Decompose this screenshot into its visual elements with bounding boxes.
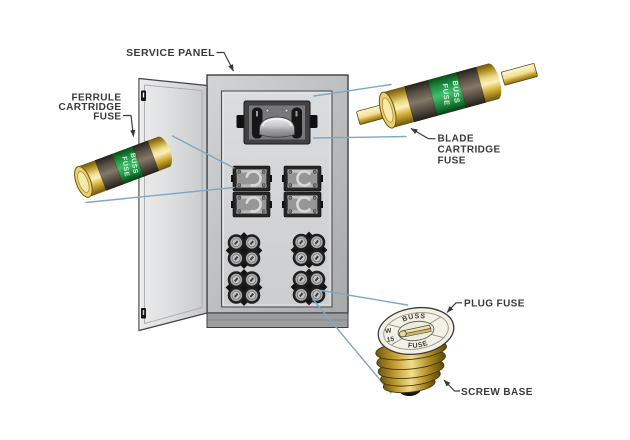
fuse-type-text: FUSE	[120, 156, 130, 177]
cartridge-fuse-block	[231, 165, 272, 192]
pullout-side-tab-right	[309, 115, 318, 128]
svg-text:FUSE: FUSE	[407, 340, 430, 351]
label-screw-base: SCREW BASE	[461, 387, 533, 398]
panel-door	[138, 77, 208, 332]
clip-slot-left	[256, 111, 258, 117]
pullout-handle	[259, 116, 295, 138]
diagram-labels: SERVICE PANEL FERRULE CARTRIDGE FUSE BLA…	[58, 47, 532, 398]
label-arrow-screw-base	[443, 379, 460, 392]
cartridge-fuse-block	[231, 191, 272, 218]
panel-plug-fuse	[292, 286, 310, 304]
pointer-lines	[85, 83, 409, 394]
pointer-line-pullout-to-blade-fuse	[312, 135, 407, 139]
plug-fuse-sockets	[225, 231, 328, 306]
plug-rating-value: 15	[386, 336, 395, 344]
label-arrow-blade	[410, 128, 436, 140]
door-face	[138, 77, 208, 332]
main-cartridge-pullout	[236, 100, 318, 145]
plug-fuse-socket-cluster	[225, 232, 263, 269]
ferrule-end-face	[77, 171, 90, 193]
panel-plug-fuse	[308, 249, 326, 267]
fuse-tube	[456, 66, 486, 108]
pullout-screw	[265, 108, 270, 113]
ferrule-cartridge-fuse: BUSS FUSE	[74, 136, 172, 198]
panel-plug-fuse	[243, 234, 261, 252]
plug-fuse-socket-cluster	[290, 231, 328, 269]
label-ferrule-cartridge-fuse: FERRULE CARTRIDGE FUSE	[58, 93, 121, 123]
pullout-side-tab-left	[236, 115, 245, 128]
plug-fuse-face: BUSS FUSE W 15	[377, 306, 455, 356]
label-line: FUSE	[438, 156, 466, 167]
label-blade-cartridge-fuse: BLADE CARTRIDGE FUSE	[438, 134, 501, 167]
fuse-brand-text: BUSS	[451, 80, 462, 104]
panel-plug-fuse	[227, 234, 245, 252]
cartridge-fuse-block	[282, 165, 323, 192]
pointer-line-socket-to-plug-fuse	[320, 289, 409, 306]
label-plug-fuse: PLUG FUSE	[464, 299, 525, 310]
fuse-element	[398, 324, 432, 338]
panel-plug-fuse	[227, 271, 245, 289]
panel-plug-fuse	[227, 249, 245, 267]
pointer-line-block-to-ferrule-fuse	[171, 135, 235, 169]
pointer-line-block-to-ferrule-fuse	[85, 186, 235, 204]
segment-lines	[404, 67, 486, 122]
label-line: BLADE	[438, 134, 474, 145]
label-arrows	[123, 51, 462, 392]
cartridge-fuse-block	[282, 191, 323, 218]
fuse-type-text: FUSE	[441, 83, 452, 106]
panel-plug-fuse	[308, 233, 326, 251]
plug-rating-letter: W	[385, 327, 393, 335]
label-line: CARTRIDGE	[58, 102, 121, 113]
fuse-label-band	[427, 72, 467, 116]
door-latch-bottom	[141, 308, 146, 319]
label-service-panel: SERVICE PANEL	[126, 47, 215, 59]
door-latch-top	[141, 90, 146, 101]
clip-slot-right	[295, 111, 298, 117]
plug-type-text: FUSE	[407, 340, 430, 351]
fuse-brand-text: BUSS	[129, 152, 139, 174]
pullout-screw	[284, 108, 289, 113]
panel-plug-fuse	[243, 271, 261, 289]
panel-plug-fuse	[292, 270, 310, 288]
plug-fuse-drawing: BUSS FUSE W 15	[375, 306, 455, 397]
segment-lines	[94, 140, 160, 191]
label-line: FERRULE	[71, 93, 121, 104]
label-arrow-plug	[446, 302, 462, 313]
fuse-tube	[95, 153, 124, 191]
label-line: CARTRIDGE	[438, 145, 501, 156]
plug-fuse-socket-cluster	[225, 269, 263, 306]
panel-plug-fuse	[292, 249, 310, 267]
panel-plug-fuse	[308, 286, 326, 304]
panel-plug-fuse	[243, 249, 261, 267]
panel-plug-fuse	[243, 286, 261, 304]
pointer-line-pullout-to-blade-fuse	[313, 83, 392, 97]
label-line: FUSE	[93, 112, 121, 123]
door-inner-line	[144, 84, 203, 325]
label-arrow-service-panel	[216, 51, 235, 72]
blade-terminal-right	[501, 63, 538, 86]
inner-panel-highlight	[223, 92, 331, 306]
fuse-tube	[404, 80, 438, 123]
fuse-label-band	[111, 146, 144, 185]
pointer-line-socket-to-plug-fuse	[312, 298, 392, 394]
face-rim-ring	[383, 312, 449, 350]
fuse-tube	[132, 140, 159, 177]
panel-plug-fuse	[292, 233, 310, 251]
cartridge-fuse-blocks	[231, 165, 323, 218]
ferrule-end-face	[381, 97, 394, 123]
panel-plug-fuse	[227, 286, 245, 304]
plug-fuse-socket-cluster	[290, 268, 328, 306]
face-divider-lines	[388, 316, 444, 346]
handle-highlight	[261, 118, 293, 127]
blade-cartridge-fuse: BUSS FUSE	[356, 63, 538, 129]
panel-plug-fuse	[308, 270, 326, 288]
label-arrow-ferrule	[123, 114, 136, 137]
